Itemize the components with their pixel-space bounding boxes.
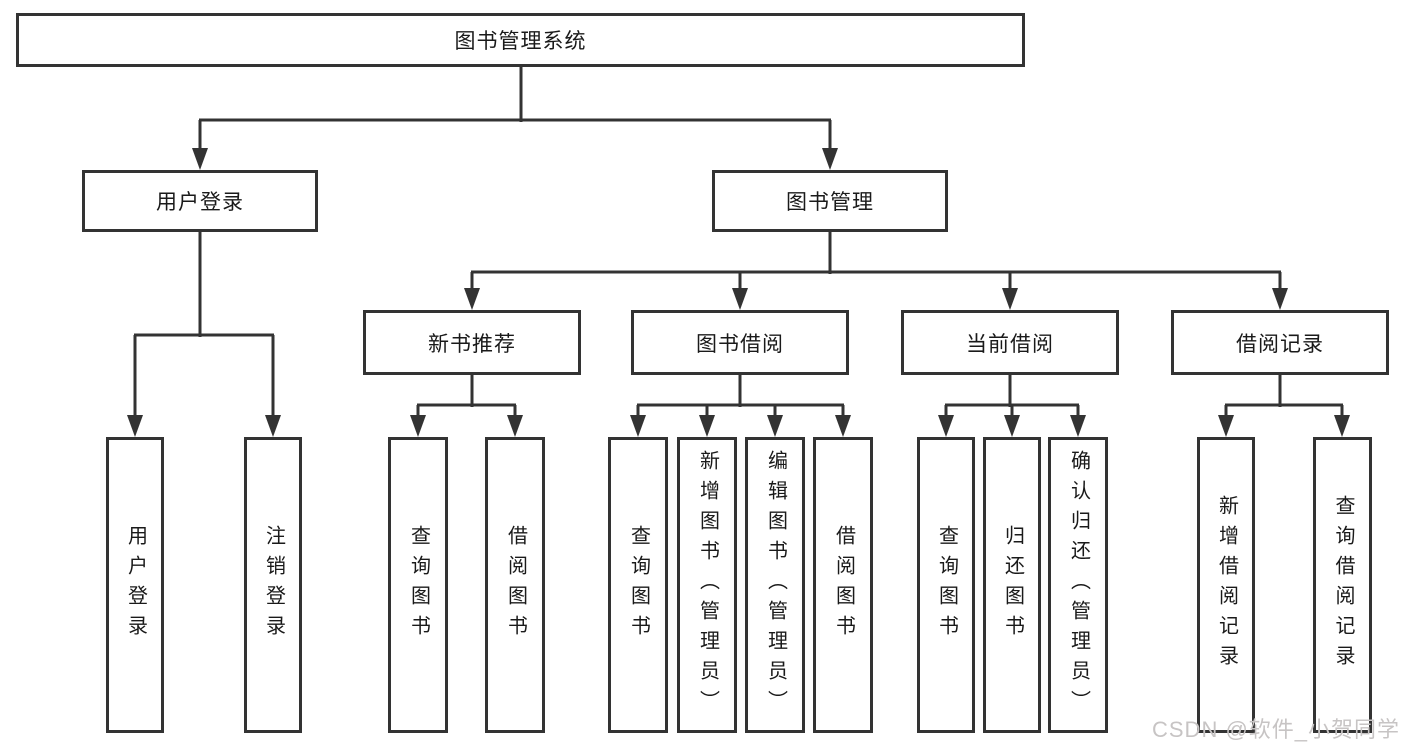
leaf-borrow-book-recommend-label: 借阅图书: [504, 525, 527, 645]
leaf-query-book-borrow-label: 查询图书: [627, 525, 650, 645]
leaf-borrow-book: 借阅图书: [813, 437, 873, 733]
leaf-user-login-label: 用户登录: [124, 525, 147, 645]
leaf-add-book-admin: 新增图书（管理员）: [677, 437, 737, 733]
leaf-query-book-recommend-label: 查询图书: [407, 525, 430, 645]
arrowheads: [127, 148, 1350, 437]
csdn-watermark: CSDN @软件_小贺同学: [1152, 717, 1401, 742]
leaf-borrow-book-label: 借阅图书: [832, 525, 855, 645]
node-current-borrow: 当前借阅: [901, 310, 1119, 375]
leaf-return-book: 归还图书: [983, 437, 1041, 733]
node-root-system: 图书管理系统: [16, 13, 1025, 67]
node-book-management: 图书管理: [712, 170, 948, 232]
leaf-return-book-label: 归还图书: [1001, 525, 1024, 645]
leaf-add-borrow-record-label: 新增借阅记录: [1215, 495, 1238, 675]
node-new-book-recommend: 新书推荐: [363, 310, 581, 375]
leaf-query-borrow-record: 查询借阅记录: [1313, 437, 1372, 733]
leaf-edit-book-admin: 编辑图书（管理员）: [745, 437, 805, 733]
leaf-query-borrow-record-label: 查询借阅记录: [1332, 495, 1354, 675]
leaf-confirm-return-admin-label: 确认归还（管理员）: [1067, 450, 1090, 720]
node-borrow-record: 借阅记录: [1171, 310, 1389, 375]
leaf-query-book-recommend: 查询图书: [388, 437, 448, 733]
leaf-query-book-borrow: 查询图书: [608, 437, 668, 733]
node-book-borrow: 图书借阅: [631, 310, 849, 375]
leaf-user-login: 用户登录: [106, 437, 164, 733]
leaf-logout-login-label: 注销登录: [262, 525, 285, 645]
leaf-logout-login: 注销登录: [244, 437, 302, 733]
leaf-query-book-current-label: 查询图书: [935, 525, 958, 645]
leaf-edit-book-admin-label: 编辑图书（管理员）: [764, 450, 787, 720]
leaf-add-book-admin-label: 新增图书（管理员）: [696, 450, 719, 720]
leaf-confirm-return-admin: 确认归还（管理员）: [1048, 437, 1108, 733]
leaf-borrow-book-recommend: 借阅图书: [485, 437, 545, 733]
node-user-login: 用户登录: [82, 170, 318, 232]
leaf-query-book-current: 查询图书: [917, 437, 975, 733]
tree-edges: [133, 66, 1344, 421]
leaf-add-borrow-record: 新增借阅记录: [1197, 437, 1255, 733]
